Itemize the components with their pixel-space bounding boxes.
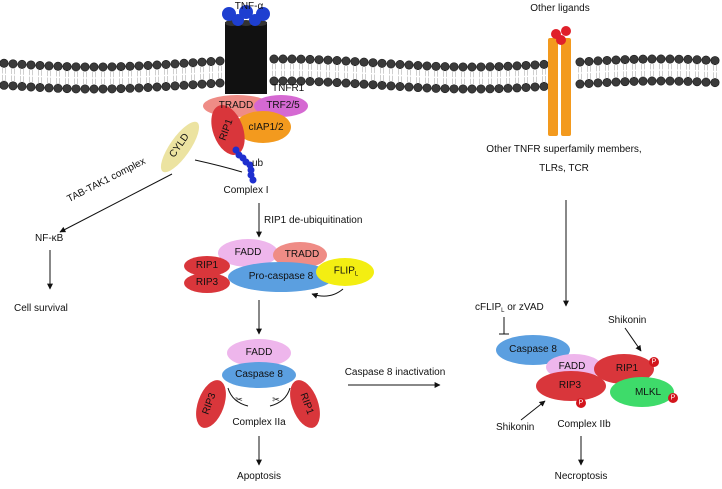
flip-text: FLIP [333, 265, 355, 277]
phospho-label-rip3: P [578, 399, 584, 407]
cflip-zvad-label: cFLIPL or zVAD [475, 302, 544, 315]
scissors-icon-left: ✂ [235, 394, 243, 405]
cell-survival-label: Cell survival [14, 303, 68, 314]
arrow-shikonin-rip1 [624, 327, 642, 352]
nfkb-label: NF-κB [35, 233, 64, 244]
rip1-deubiq-label: RIP1 de-ubiquitination [264, 215, 363, 226]
rip3-protein-complex2b [536, 371, 606, 401]
rip1-protein-complex1 [211, 105, 245, 155]
phospho-label-rip1: P [651, 358, 657, 366]
rip1-protein-complex2a [290, 380, 320, 428]
phospho-marker-rip1 [649, 357, 659, 367]
tnf-alpha-label: TNF-α [234, 1, 264, 12]
caspase8-protein-complex2b [496, 335, 570, 365]
complex2b-label: Complex IIb [557, 419, 611, 430]
fadd-protein-complex2a [227, 339, 291, 367]
complex1-label: Complex I [223, 185, 269, 196]
mlkl-label: MLKL [634, 387, 662, 398]
fadd-label-upper: FADD [234, 247, 262, 258]
caspase8-protein-complex2a [222, 362, 296, 388]
rip1-protein-complex2b [594, 354, 654, 384]
other-ligands-label: Other ligands [530, 3, 590, 14]
shikonin-label-bottom: Shikonin [496, 422, 535, 433]
tradd-label: TRADD [218, 100, 254, 111]
rip3-label-upper: RIP3 [195, 277, 219, 288]
rip1-protein-upper [184, 256, 230, 276]
flip-feedback-arrow [311, 288, 344, 299]
arrow-cyld-deubiq [194, 159, 243, 173]
phospho-label-mlkl: P [670, 394, 676, 402]
cleavage-line-left [227, 387, 249, 407]
apoptosis-label: Apoptosis [237, 471, 281, 482]
ciap-label: cIAP1/2 [248, 122, 284, 133]
fadd-label-complex2b: FADD [558, 361, 586, 372]
other-tnfr-label: Other TNFR superfamily members, [486, 144, 642, 155]
rip3-protein-complex2a [196, 380, 226, 428]
cyld-protein [160, 121, 200, 173]
other-tnfr-receptor [548, 26, 571, 136]
pro-caspase8-label: Pro-caspase 8 [248, 271, 314, 282]
phospho-marker-mlkl [668, 393, 678, 403]
ubiquitin-chain [232, 146, 257, 184]
scissors-icon-right: ✂ [272, 394, 280, 405]
cflip-subscript: L [501, 308, 505, 314]
cell-membrane [0, 54, 721, 94]
ubiquitin-bead [247, 166, 255, 174]
trf25-label: TRF2/5 [266, 100, 300, 111]
caspase8-label-complex2b: Caspase 8 [509, 344, 557, 355]
tnf-alpha-ligand [222, 5, 270, 26]
shikonin-label-top: Shikonin [608, 315, 647, 326]
flip-label: FLIPL [333, 265, 359, 278]
tradd-label-upper: TRADD [284, 249, 320, 260]
ciap-protein [235, 111, 291, 143]
flip-protein [316, 258, 374, 286]
rip1-label-upper: RIP1 [195, 260, 219, 271]
cflip-text: cFLIP [475, 302, 502, 313]
fadd-label-complex2a: FADD [245, 347, 273, 358]
rip1-label-complex2b: RIP1 [615, 363, 639, 374]
mlkl-protein [610, 377, 674, 407]
caspase8-label-complex2a: Caspase 8 [235, 369, 283, 380]
ub-label: ub [252, 158, 264, 169]
phospho-marker-rip3 [576, 398, 586, 408]
tnfr1-label: TNFR1 [272, 83, 305, 94]
caspase8-inactivation-label: Caspase 8 inactivation [344, 367, 446, 378]
necroptosis-label: Necroptosis [554, 471, 608, 482]
tradd-protein-upper [273, 242, 327, 268]
zvad-text: or zVAD [504, 302, 544, 313]
cleavage-line-right [269, 387, 291, 407]
tlrs-tcr-label: TLRs, TCR [539, 163, 589, 174]
ubiquitin-bead [249, 176, 257, 184]
complex2a-label: Complex IIa [232, 417, 286, 428]
rip3-protein-upper [184, 273, 230, 293]
flip-subscript: L [354, 271, 359, 278]
arrow-complex1-to-nfkb [59, 173, 173, 233]
tnfr1-receptor [225, 20, 267, 94]
arrow-shikonin-rip3 [520, 400, 546, 421]
fadd-protein-upper [218, 239, 278, 267]
rip3-label-complex2b: RIP3 [558, 380, 582, 391]
pro-caspase8-protein [228, 262, 334, 292]
